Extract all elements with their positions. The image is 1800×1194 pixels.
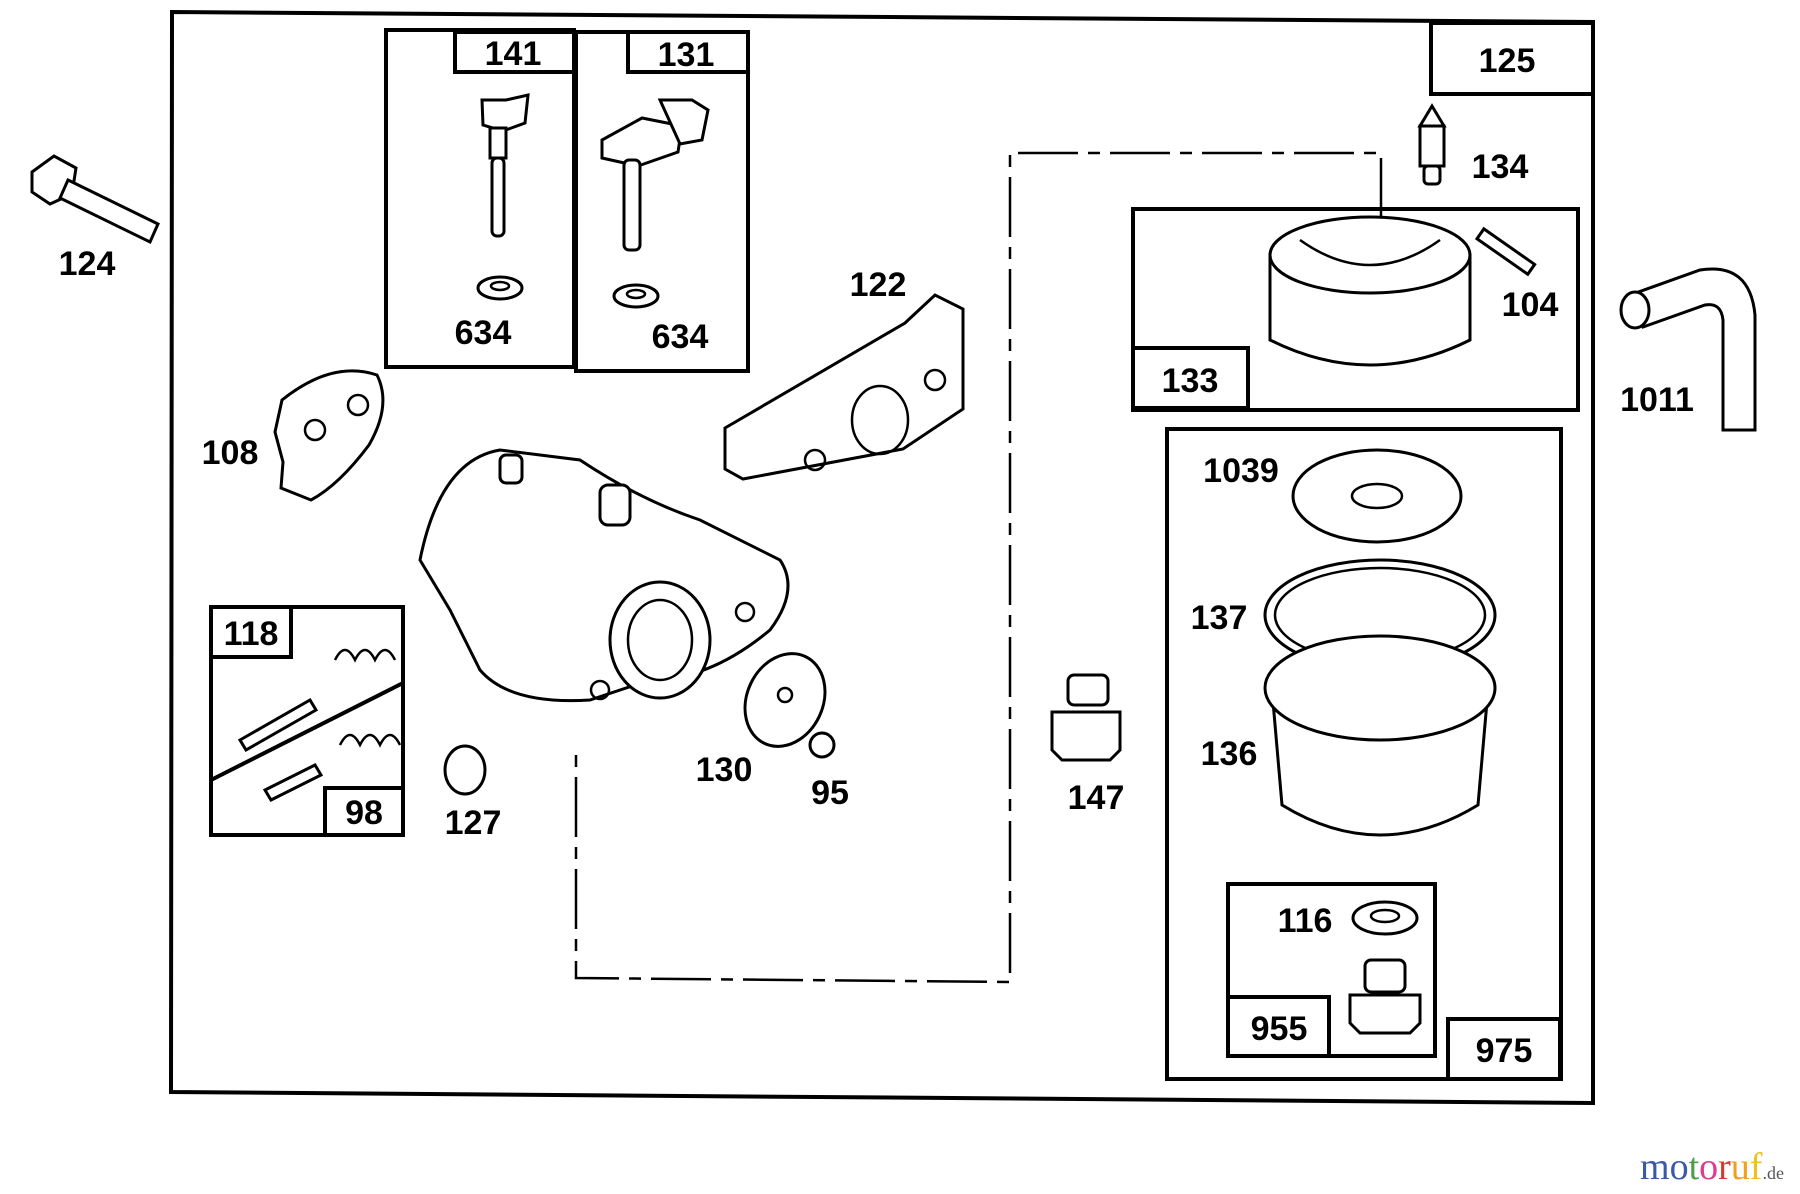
gasket-1039-icon	[1291, 448, 1463, 544]
box-label-975: 975	[1476, 1032, 1533, 1070]
pin-104-icon	[1474, 226, 1537, 277]
box-label-118: 118	[224, 615, 279, 653]
part-label-122: 122	[850, 266, 907, 304]
throttle-shaft-part	[480, 93, 530, 238]
part-label-137: 137	[1191, 599, 1248, 637]
watermark-logo: motoruf.de	[1640, 1146, 1784, 1188]
float-133-icon	[1268, 215, 1472, 367]
outer-frame	[168, 9, 1595, 1106]
box-label-141: 141	[485, 35, 542, 73]
plug-127-icon	[443, 744, 487, 796]
part-label-130: 130	[696, 751, 753, 789]
washer-634-icon	[476, 275, 524, 301]
carburetor-body-icon	[418, 448, 790, 703]
part-label-147: 147	[1068, 779, 1125, 817]
part-label-134: 134	[1472, 148, 1529, 186]
idle-screw-icon	[262, 763, 324, 802]
choke-shaft-part	[600, 98, 710, 252]
part-label-124: 124	[59, 245, 116, 283]
spring-icon	[333, 648, 397, 663]
part-label-116: 116	[1278, 902, 1333, 940]
fitting-147-icon	[1050, 673, 1122, 762]
box-label-131: 131	[658, 36, 715, 74]
part-label-1011: 1011	[1620, 381, 1694, 419]
bowl-nut-955-icon	[1348, 958, 1422, 1035]
kit-box-118: 118 98	[209, 605, 405, 837]
box-label-955: 955	[1251, 1010, 1308, 1048]
screw-95-icon	[808, 731, 836, 759]
part-label-108: 108	[202, 434, 259, 472]
washer-634b-icon	[612, 283, 660, 309]
mixture-screw-icon	[237, 697, 319, 753]
part-label-95: 95	[811, 774, 849, 812]
gasket-122-icon	[723, 293, 965, 481]
part-label-127: 127	[445, 804, 502, 842]
box-label-98: 98	[345, 794, 383, 832]
part-label-104: 104	[1502, 286, 1559, 324]
box-label-125: 125	[1479, 42, 1536, 80]
assembly-dashed-line	[574, 151, 1383, 984]
kit-box-133: 133 104	[1131, 207, 1580, 412]
kit-box-975: 975 1039 137 136	[1165, 427, 1563, 1081]
part-label-634: 634	[455, 314, 512, 352]
plate-108-icon	[273, 369, 385, 502]
tube-1011-icon	[1628, 267, 1757, 432]
part-label-136: 136	[1201, 735, 1258, 773]
kit-box-131: 131 634	[574, 30, 750, 373]
needle-134-icon	[1417, 103, 1447, 186]
disc-130-icon	[743, 652, 827, 748]
kit-box-955: 955 116	[1226, 882, 1437, 1058]
part-label-634b: 634	[652, 318, 709, 356]
part-label-1039: 1039	[1203, 452, 1279, 490]
kit-box-125	[1429, 21, 1595, 96]
bolt-124-icon	[30, 154, 160, 245]
float-bowl-136-icon	[1263, 634, 1497, 837]
kit-box-141: 141 634	[384, 28, 576, 369]
washer-116-icon	[1351, 900, 1419, 936]
box-label-133: 133	[1162, 362, 1219, 400]
